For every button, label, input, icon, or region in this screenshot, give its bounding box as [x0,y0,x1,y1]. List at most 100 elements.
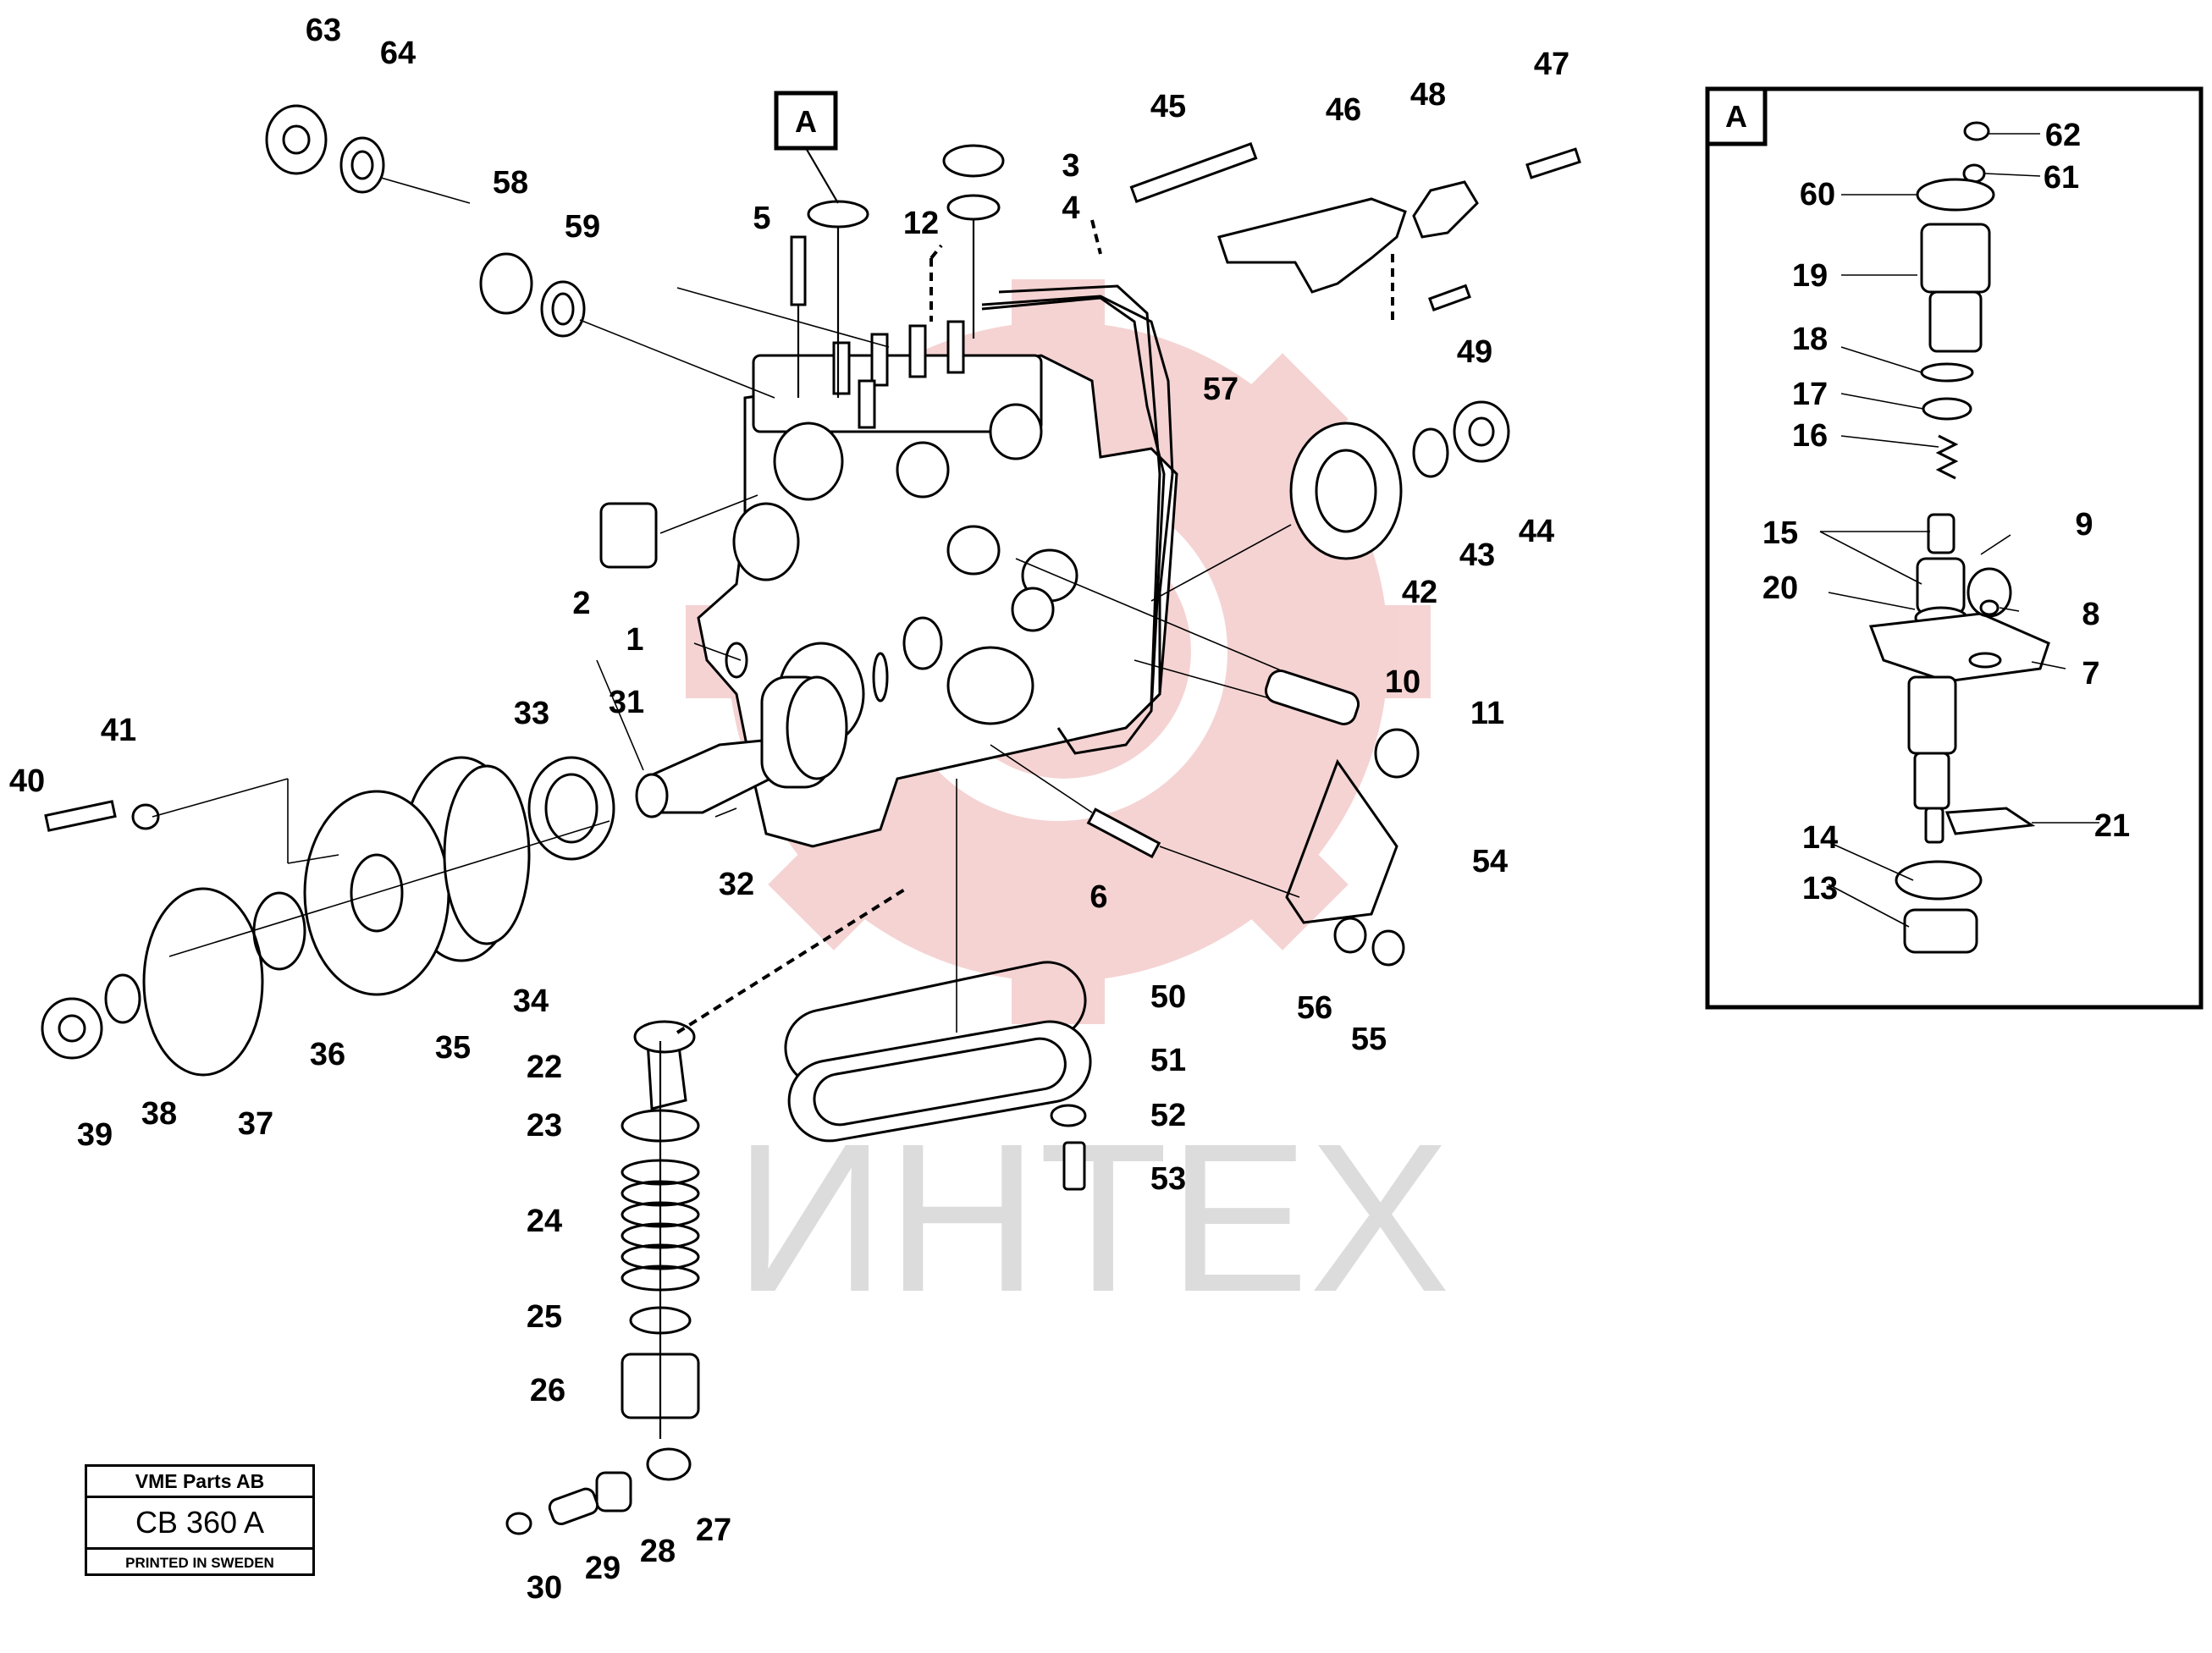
callout-23: 23 [527,1108,562,1143]
callout-10: 10 [1385,664,1420,700]
callout-57: 57 [1203,372,1238,407]
callout-9: 9 [2075,507,2093,543]
title-block-company: VME Parts AB [87,1467,312,1498]
callout-48: 48 [1410,77,1446,113]
screw-53 [1062,1141,1086,1191]
callout-18: 18 [1792,322,1828,357]
callout-39: 39 [77,1117,113,1153]
callout-1: 1 [626,622,643,658]
title-block: VME Parts AB CB 360 A PRINTED IN SWEDEN [85,1464,315,1576]
callout-52: 52 [1150,1098,1186,1133]
callout-37: 37 [238,1106,273,1142]
callout-58: 58 [493,165,528,201]
callout-56: 56 [1297,990,1332,1026]
callout-17: 17 [1792,377,1828,412]
callout-5: 5 [753,201,770,236]
callout-28: 28 [640,1534,676,1569]
callout-14: 14 [1802,820,1838,856]
callout-20: 20 [1762,570,1798,606]
callout-49: 49 [1457,334,1492,370]
callout-16: 16 [1792,418,1828,454]
nut-44 [1453,400,1510,463]
callout-61: 61 [2044,160,2079,196]
plug-2 [599,502,658,569]
bush-11 [1374,728,1420,779]
callout-46: 46 [1326,92,1361,128]
callout-3: 3 [1062,148,1079,184]
callout-47: 47 [1534,47,1569,82]
callout-21: 21 [2094,808,2130,844]
callout-41: 41 [101,713,136,748]
clip-52 [1050,1104,1087,1127]
callout-35: 35 [435,1030,471,1066]
bearing-part-33-inner [544,773,599,844]
screw-47 [1525,147,1581,179]
nut-55 [1371,929,1405,967]
callout-11: 11 [1470,696,1504,731]
bearing-part-33 [527,756,615,861]
callout-30: 30 [527,1570,562,1606]
callout-63: 63 [306,13,341,48]
callout-26: 26 [530,1373,565,1408]
callout-38: 38 [141,1096,177,1132]
stud-6 [1086,807,1161,859]
callout-22: 22 [527,1050,562,1085]
drive-flange [303,756,531,996]
callout-53: 53 [1150,1161,1186,1197]
callout-7: 7 [2082,656,2099,692]
callout-36: 36 [310,1037,345,1072]
plug-58 [479,252,533,315]
callout-42: 42 [1402,575,1437,610]
screw-40 [44,800,117,832]
callout-55: 55 [1351,1022,1387,1057]
seal-3 [942,144,1005,178]
callout-15: 15 [1762,515,1798,551]
callout-8: 8 [2082,597,2099,632]
leader-lines [152,177,1300,1033]
callout-19: 19 [1792,258,1828,294]
callout-33: 33 [514,696,549,731]
oring-37 [142,887,264,1077]
callout-44: 44 [1519,514,1554,549]
plug-63 [265,104,328,175]
title-block-printed: PRINTED IN SWEDEN [125,1555,274,1571]
callout-4: 4 [1062,190,1079,226]
bearing-42 [1289,422,1403,560]
oring-12 [807,200,869,229]
detail-inset-a: A [1705,86,2204,1010]
callout-34: 34 [513,984,549,1019]
gasket-51 [787,1020,1092,1143]
callout-12: 12 [903,206,939,241]
callout-60: 60 [1800,177,1835,212]
callout-45: 45 [1150,89,1186,124]
callout-54: 54 [1472,844,1508,879]
callout-25: 25 [527,1299,562,1335]
detail-inset-a-label: A [1725,99,1747,134]
stud-5 [790,235,807,306]
callout-2: 2 [572,586,590,621]
callout-13: 13 [1802,871,1838,906]
callout-32: 32 [719,867,754,902]
washer-41 [131,803,160,830]
callout-64: 64 [380,36,416,71]
sleeve-10 [1264,669,1360,725]
bracket-48 [1412,180,1479,239]
pin-49 [1428,284,1471,312]
callout-31: 31 [609,685,644,720]
callout-59: 59 [565,209,600,245]
washer-56 [1333,917,1367,954]
callout-29: 29 [585,1551,621,1586]
callout-6: 6 [1089,879,1107,915]
washer-38 [104,973,141,1024]
detail-marker-main: A [774,91,839,204]
washer-59 [540,280,586,338]
title-block-code: CB 360 A [87,1498,312,1550]
pressure-valve-stack [505,887,907,1535]
watermark-text: ИНТЕХ [734,1099,1450,1336]
callout-62: 62 [2045,118,2081,153]
pin-45 [1129,141,1258,204]
ring-43 [1412,427,1449,478]
callout-40: 40 [9,763,45,799]
